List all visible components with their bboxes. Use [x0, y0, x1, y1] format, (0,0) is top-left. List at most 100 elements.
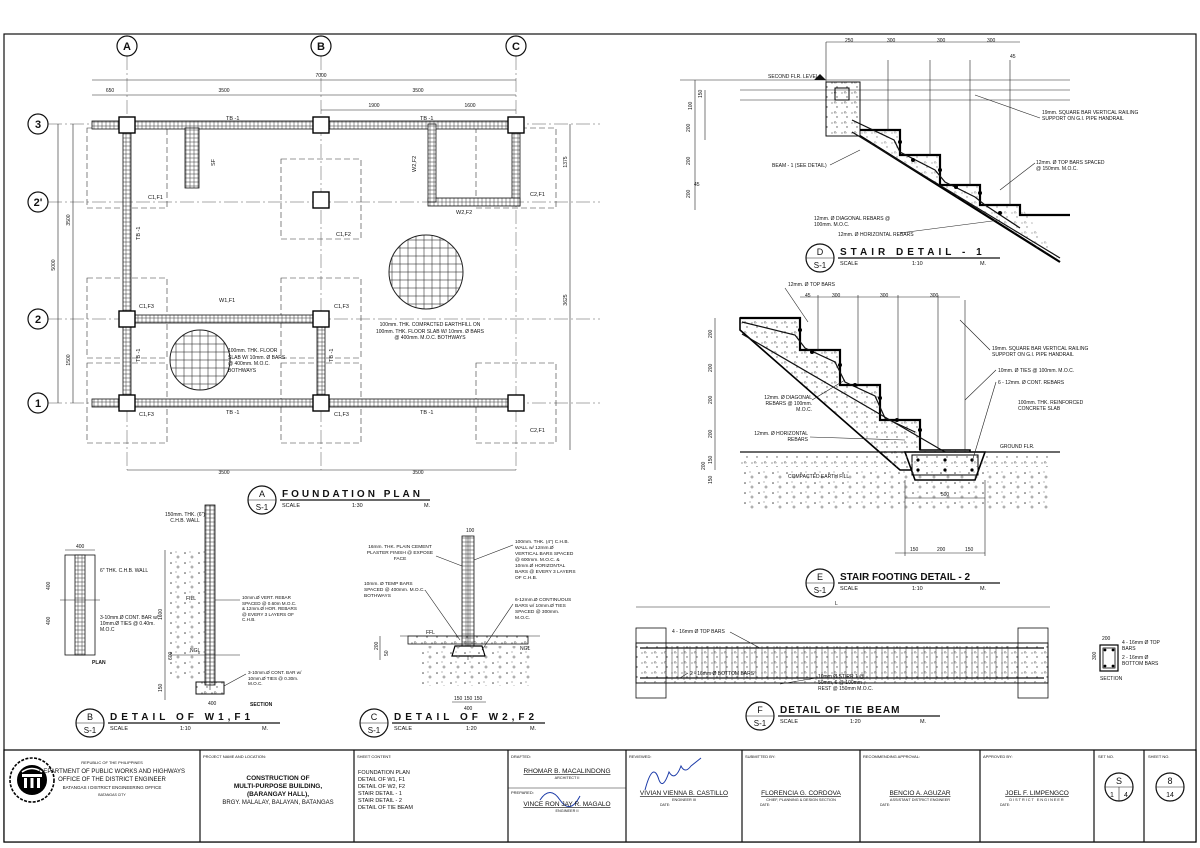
svg-text:200: 200: [686, 156, 692, 165]
svg-text:1375: 1375: [563, 156, 569, 167]
title-block: REPUBLIC OF THE PHILIPPINES DEPARTMENT O…: [3, 749, 1197, 843]
svg-text:REPUBLIC OF THE PHILIPPINES: REPUBLIC OF THE PHILIPPINES: [81, 760, 143, 765]
svg-text:500: 500: [941, 492, 950, 498]
svg-text:TB -1: TB -1: [226, 116, 239, 122]
svg-text:400: 400: [208, 701, 217, 707]
svg-text:CONSTRUCTION OF: CONSTRUCTION OF: [246, 775, 309, 782]
tiebeam-section-top: 4 - 16mm Ø TOP BARS: [1122, 640, 1160, 652]
svg-text:150: 150: [474, 696, 483, 702]
svg-text:VIVIAN VIENNA B. CASTILLO: VIVIAN VIENNA B. CASTILLO: [640, 790, 728, 797]
svg-text:A: A: [259, 489, 265, 499]
svg-text:NGL: NGL: [520, 646, 531, 652]
svg-text:JOEL F. LIMPENGCO: JOEL F. LIMPENGCO: [1005, 790, 1069, 797]
svg-text:BRGY. MALALAY, BALAYAN, BATANG: BRGY. MALALAY, BALAYAN, BATANGAS: [222, 800, 333, 806]
detail-w1-f1: 400 400 400 6" THK. C.H.B. WALL 3-10mm.Ø…: [46, 504, 301, 708]
svg-text:3500: 3500: [412, 470, 423, 476]
svg-text:200: 200: [1102, 636, 1111, 642]
slab-note-2: 100mm. THK. FLOOR SLAB W/ 10mm. Ø BARS @…: [228, 348, 286, 374]
svg-text:DRAFTED:: DRAFTED:: [511, 754, 531, 759]
svg-text:200: 200: [708, 363, 714, 372]
svg-text:200: 200: [374, 641, 380, 650]
grid-bubble-b: B: [310, 35, 332, 57]
svg-text:1:20: 1:20: [850, 719, 861, 725]
svg-text:B: B: [87, 712, 93, 722]
svg-text:10mm. Ø TIES @ 100mm. M.O.C.: 10mm. Ø TIES @ 100mm. M.O.C.: [998, 368, 1074, 374]
svg-text:C1,F3: C1,F3: [139, 304, 154, 310]
svg-text:DETAIL OF W2, F2: DETAIL OF W2, F2: [358, 784, 405, 790]
svg-text:14: 14: [1166, 792, 1174, 799]
svg-text:45: 45: [694, 182, 700, 188]
svg-text:TB -1: TB -1: [329, 349, 335, 362]
stair2-note-slab: 100mm. THK. REINFORCED CONCRETE SLAB: [1018, 400, 1084, 412]
svg-text:M.: M.: [424, 503, 431, 509]
signature-reviewed: [644, 757, 702, 791]
svg-text:SHEET NO.: SHEET NO.: [1148, 754, 1170, 759]
svg-text:W2,F2: W2,F2: [456, 210, 472, 216]
svg-text:NGL: NGL: [190, 648, 201, 654]
w1-wall-note: 150mm. THK. (6") C.H.B. WALL: [164, 512, 206, 524]
svg-text:12mm. Ø HORIZONTAL REBARS: 12mm. Ø HORIZONTAL REBARS: [838, 232, 914, 238]
svg-text:1: 1: [35, 398, 41, 410]
svg-text:3500: 3500: [412, 88, 423, 94]
svg-text:MULTI-PURPOSE BUILDING,: MULTI-PURPOSE BUILDING,: [234, 783, 323, 790]
title-stair-footing: E S-1 STAIR FOOTING DETAIL - 2 SCALE 1:1…: [805, 568, 1000, 598]
svg-text:SECTION: SECTION: [250, 702, 273, 708]
svg-text:W1,F1: W1,F1: [219, 298, 235, 304]
svg-text:600: 600: [168, 651, 174, 660]
svg-text:TB -1: TB -1: [136, 349, 142, 362]
svg-text:650: 650: [106, 88, 115, 94]
svg-text:REVIEWED:: REVIEWED:: [629, 754, 651, 759]
title-tie-beam: F S-1 DETAIL OF TIE BEAM SCALE 1:20 M.: [745, 701, 940, 731]
svg-text:300: 300: [832, 293, 841, 299]
svg-text:APPROVED BY:: APPROVED BY:: [983, 754, 1013, 759]
svg-text:S-1: S-1: [84, 726, 97, 735]
svg-text:SECOND FLR. LEVEL: SECOND FLR. LEVEL: [768, 74, 819, 80]
w2-temp-bars-note: 10mm. Ø TEMP BARS SPACED @ 400mm. M.O.C.…: [364, 582, 425, 599]
svg-text:250: 250: [845, 38, 854, 44]
svg-text:PLAN: PLAN: [92, 660, 106, 666]
svg-text:4: 4: [1124, 792, 1128, 799]
svg-text:S-1: S-1: [256, 503, 269, 512]
svg-text:W2,F2: W2,F2: [412, 156, 418, 172]
svg-text:50: 50: [384, 650, 390, 656]
svg-text:4 - 16mm Ø TOP BARS: 4 - 16mm Ø TOP BARS: [672, 629, 725, 635]
svg-text:3625: 3625: [563, 294, 569, 305]
svg-text:3500: 3500: [218, 470, 229, 476]
svg-text:12mm. Ø TOP BARS: 12mm. Ø TOP BARS: [788, 282, 836, 288]
svg-text:SECTION: SECTION: [1100, 676, 1123, 682]
svg-text:150: 150: [708, 475, 714, 484]
svg-text:DEPARTMENT OF PUBLIC WORKS AND: DEPARTMENT OF PUBLIC WORKS AND HIGHWAYS: [39, 769, 185, 775]
grid-bubble-2: 2: [27, 308, 49, 330]
svg-text:45: 45: [805, 293, 811, 299]
svg-text:SCALE: SCALE: [394, 726, 412, 732]
title-w1-f1: B S-1 DETAIL OF W1,F1 SCALE 1:10 M.: [75, 708, 280, 738]
svg-text:6 - 12mm. Ø CONT. REBARS: 6 - 12mm. Ø CONT. REBARS: [998, 380, 1065, 386]
svg-text:(BARANGAY HALL),: (BARANGAY HALL),: [247, 791, 309, 798]
stair-footing-detail: 45 300 300 300 12mm. Ø TOP BARS COMPACTE…: [701, 282, 1088, 556]
grid-bubble-2prime: 2': [27, 191, 49, 213]
svg-text:BENCIO A. AGUZAR: BENCIO A. AGUZAR: [889, 790, 950, 797]
svg-text:S-1: S-1: [814, 586, 827, 595]
svg-text:TB -1: TB -1: [136, 227, 142, 240]
svg-text:STAIR DETAIL - 1: STAIR DETAIL - 1: [358, 791, 402, 797]
svg-text:200: 200: [937, 547, 946, 553]
svg-text:FFL: FFL: [426, 630, 435, 636]
svg-text:S-1: S-1: [754, 719, 767, 728]
tie-beam-detail: L 4 - 16mm Ø TOP BARS 2 - 16mm Ø BOTTOM …: [635, 601, 1160, 699]
stair2-note-horiz: 12mm. Ø HORIZONTAL REBARS: [754, 431, 808, 443]
stair1-note-diag: 12mm. Ø DIAGONAL REBARS @ 100mm. M.O.C.: [814, 216, 891, 228]
w1-plan-cont-bar: 3-10mm.Ø CONT. BAR w/ 10mm.Ø TIES @ 0.40…: [100, 615, 159, 633]
svg-text:SCALE: SCALE: [840, 586, 858, 592]
svg-text:200: 200: [701, 461, 707, 470]
stirrups: [671, 646, 1009, 680]
svg-text:E: E: [817, 572, 823, 582]
svg-text:2 - 16mm Ø BOTTOM BARS: 2 - 16mm Ø BOTTOM BARS: [690, 671, 755, 677]
svg-text:DATE:: DATE:: [660, 803, 670, 807]
stair2-note-diag: 12mm. Ø DIAGONAL REBARS @ 100mm. M.O.C.: [764, 395, 812, 413]
svg-text:STAIR DETAIL - 2: STAIR DETAIL - 2: [358, 798, 402, 804]
grid-bubble-c: C: [505, 35, 527, 57]
svg-text:DETAIL OF W2,F2: DETAIL OF W2,F2: [394, 712, 538, 723]
svg-text:C1,F3: C1,F3: [334, 412, 349, 418]
svg-text:300: 300: [987, 38, 996, 44]
